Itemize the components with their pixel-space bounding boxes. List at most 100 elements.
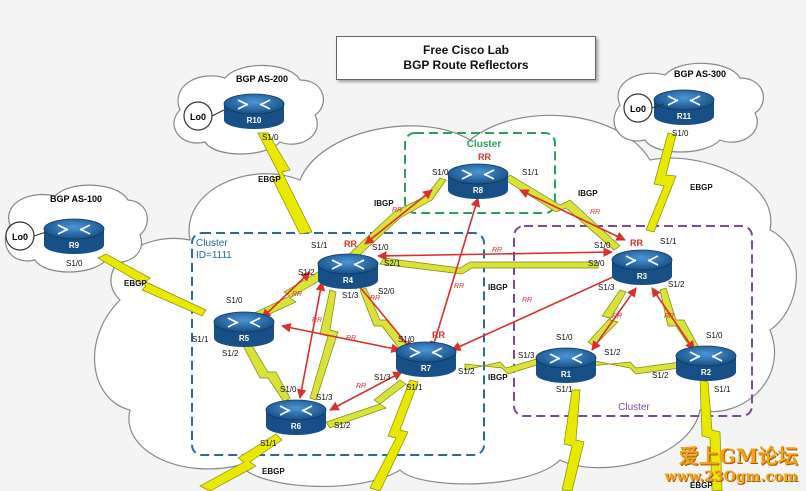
interface-label: S1/3 [518, 351, 535, 360]
router-r2: R2 [675, 345, 737, 381]
title-line-2: BGP Route Reflectors [403, 58, 529, 72]
interface-label: S1/0 [66, 259, 83, 268]
router-label: R8 [473, 186, 484, 195]
router-r8: R8 [447, 163, 509, 199]
cluster-top-label: Cluster [467, 139, 502, 150]
router-r6: R6 [265, 399, 327, 435]
rr-tag-r3: RR [630, 238, 643, 248]
interface-label: S1/0 [556, 333, 573, 342]
interface-label: S1/2 [668, 280, 685, 289]
router-arrows-icon [689, 351, 723, 362]
interface-label: S1/0 [594, 241, 611, 250]
ibgp-label-r8-r4: IBGP [374, 199, 394, 208]
router-arrows-icon [237, 99, 271, 110]
watermark-line-2: www.23Ogm.com [664, 469, 798, 485]
interface-label: S2/0 [588, 259, 605, 268]
rr-arrow-label: RR [454, 283, 464, 290]
interface-label: S2/0 [378, 287, 395, 296]
cluster-left-id: ID=1111 [196, 250, 232, 261]
router-arrows-icon [409, 347, 443, 358]
rr-arrow-label: RR [346, 335, 356, 342]
rr-arrow-label: RR [356, 383, 366, 390]
interface-label: S1/3 [316, 393, 333, 402]
interface-label: S1/1 [556, 385, 573, 394]
interface-label: S1/0 [226, 296, 243, 305]
interface-label: S1/2 [458, 367, 475, 376]
ebgp-label-r2: EBGP [690, 481, 713, 490]
router-r4: R4 [317, 253, 379, 289]
loopback-r9: Lo0 [5, 221, 47, 251]
interface-label: S1/2 [604, 348, 621, 357]
rr-arrow-label: RR [292, 291, 302, 298]
interface-label: S1/0 [672, 129, 689, 138]
router-arrows-icon [227, 317, 261, 328]
interface-label: S1/1 [714, 385, 731, 394]
rr-tag-r8: RR [478, 152, 491, 162]
loopback-r10: Lo0 [183, 101, 225, 131]
rr-arrow-label: RR [370, 295, 380, 302]
cluster-left-label: Cluster [196, 238, 228, 249]
router-label: R2 [701, 368, 712, 377]
router-label: R4 [343, 276, 354, 285]
router-arrows-icon [625, 255, 659, 266]
lo0-label: Lo0 [190, 112, 206, 122]
router-label: R7 [421, 364, 432, 373]
router-arrows-icon [549, 353, 583, 364]
as200-label: BGP AS-200 [236, 74, 288, 84]
interface-label: S1/1 [192, 335, 209, 344]
rr-arrow-label: RR [612, 313, 622, 320]
watermark-line-1: 爱上GM论坛 [678, 444, 798, 468]
ebgp-label-r11: EBGP [690, 183, 713, 192]
interface-label: S1/2 [334, 421, 351, 430]
watermark: 爱上GM论坛 www.23Ogm.com [665, 440, 798, 485]
router-r10: R10 [223, 93, 285, 129]
rr-arrows: RR RR RR RR RR RR RR RR RR RR RR RR [261, 189, 695, 411]
router-arrows-icon [331, 259, 365, 270]
interface-label: S1/1 [660, 237, 677, 246]
router-arrows-icon [461, 169, 495, 180]
interface-label: S2/1 [384, 259, 401, 268]
interface-label: S1/3 [598, 283, 615, 292]
rr-arrow-label: RR [664, 313, 674, 320]
router-label: R9 [69, 241, 80, 250]
ibgp-label-r7-r1: IBGP [488, 373, 508, 382]
rr-arrow-label: RR [590, 209, 600, 216]
loopback-r11: Lo0 [623, 93, 665, 123]
ibgp-label-r8-r3: IBGP [578, 189, 598, 198]
interface-label: S1/1 [311, 241, 328, 250]
diagram-title: Free Cisco Lab BGP Route Reflectors [336, 36, 596, 80]
ebgp-label-r9: EBGP [124, 279, 147, 288]
router-r3: R3 [611, 249, 673, 285]
rr-arrow-label: RR [522, 297, 532, 304]
as300-label: BGP AS-300 [674, 69, 726, 79]
router-label: R3 [637, 272, 648, 281]
lo0-label: Lo0 [12, 232, 28, 242]
ebgp-label-r6: EBGP [262, 467, 285, 476]
rr-arrow-label: RR [492, 247, 502, 254]
router-r11: R11 [653, 89, 715, 125]
interface-label: S1/2 [298, 268, 315, 277]
rr-tag-r7: RR [432, 330, 445, 340]
interface-label: S1/1 [522, 168, 539, 177]
rr-tag-r4: RR [344, 239, 357, 249]
router-arrows-icon [279, 405, 313, 416]
interface-label: S1/1 [406, 383, 423, 392]
interface-label: S1/1 [260, 439, 277, 448]
interface-label: S1/3 [342, 291, 359, 300]
rr-arrow-label: RR [392, 207, 402, 214]
ebgp-label-r10: EBGP [258, 175, 281, 184]
router-label: R6 [291, 422, 302, 431]
interface-label: S1/0 [262, 133, 279, 142]
router-label: R10 [247, 116, 262, 125]
interface-label: S1/0 [398, 335, 415, 344]
interface-label: S1/0 [372, 243, 389, 252]
interface-label: S1/0 [432, 168, 449, 177]
interface-label: S1/0 [706, 331, 723, 340]
router-label: R11 [677, 112, 692, 121]
title-line-1: Free Cisco Lab [422, 43, 510, 57]
router-r9: R9 [43, 218, 105, 254]
router-label: R5 [239, 334, 250, 343]
cluster-right-label: Cluster [618, 402, 650, 413]
ebgp-links [97, 132, 723, 491]
